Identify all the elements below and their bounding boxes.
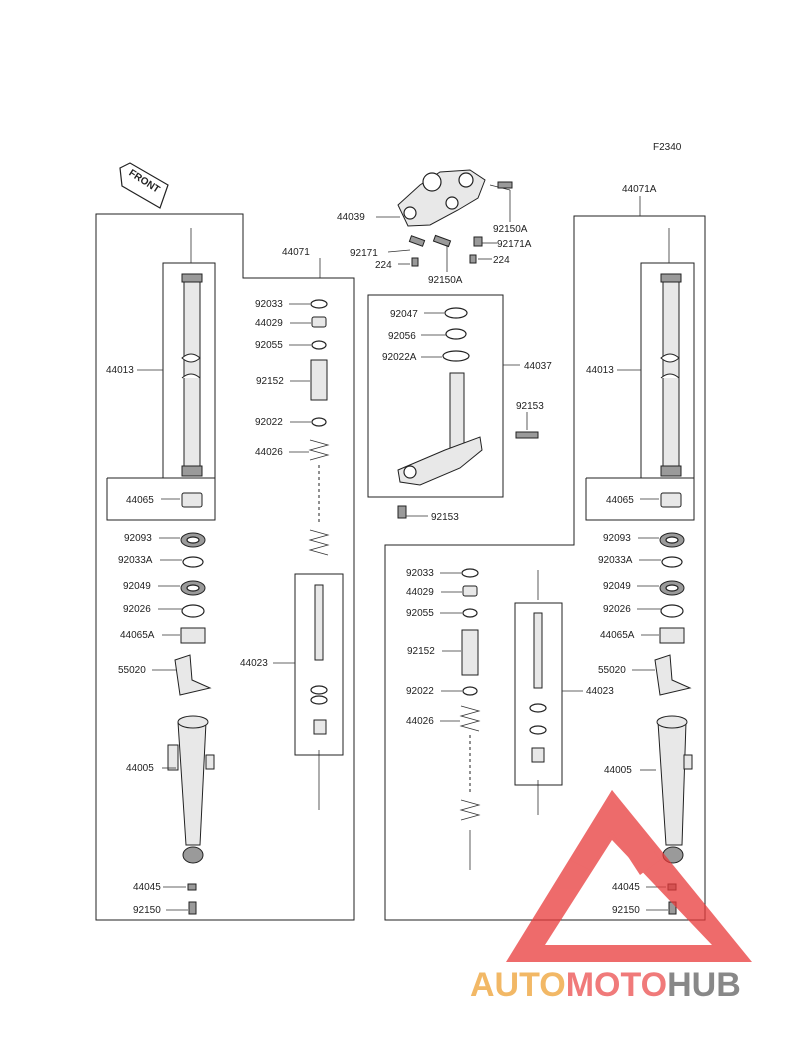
label-l-44029: 44029 — [255, 318, 283, 329]
left-inner-leaders — [273, 303, 311, 664]
left-lower-leaders — [152, 498, 188, 911]
label-r-44029: 44029 — [406, 587, 434, 598]
label-92056: 92056 — [388, 331, 416, 342]
label-224-1: 224 — [375, 260, 392, 271]
right-cylinder-box — [514, 602, 563, 786]
label-l-92093: 92093 — [124, 533, 152, 544]
label-92022a: 92022A — [382, 352, 417, 363]
label-l-92150: 92150 — [133, 905, 161, 916]
left-inner-parts — [308, 299, 330, 810]
label-r-44065: 44065 — [606, 495, 634, 506]
watermark-moto: MOTO — [566, 966, 667, 1004]
label-r-44045: 44045 — [612, 882, 640, 893]
label-l-44065a: 44065A — [120, 630, 155, 641]
label-l-55020: 55020 — [118, 665, 146, 676]
watermark-logo — [506, 790, 752, 962]
label-r-92150: 92150 — [612, 905, 640, 916]
label-r-55020: 55020 — [598, 665, 626, 676]
label-l-44045: 44045 — [133, 882, 161, 893]
right-tube — [660, 273, 682, 477]
watermark-auto: AUTO — [470, 966, 566, 1004]
right-lower-leaders — [632, 498, 668, 911]
label-44039: 44039 — [337, 212, 365, 223]
label-92150a-1: 92150A — [493, 224, 528, 235]
right-inner-leaders — [440, 572, 583, 722]
label-l-92022: 92022 — [255, 417, 283, 428]
label-l-92033a: 92033A — [118, 555, 153, 566]
label-92153-top: 92153 — [516, 401, 544, 412]
label-l-92049: 92049 — [123, 581, 151, 592]
label-44037: 44037 — [524, 361, 552, 372]
label-92153-bottom: 92153 — [431, 512, 459, 523]
label-92171a: 92171A — [497, 239, 532, 250]
right-frame — [384, 215, 706, 921]
label-r-92022: 92022 — [406, 686, 434, 697]
left-tube — [181, 273, 203, 477]
label-r-44013: 44013 — [586, 365, 614, 376]
label-44071: 44071 — [282, 247, 310, 258]
label-r-92049: 92049 — [603, 581, 631, 592]
label-44071a: 44071A — [622, 184, 657, 195]
left-cylinder-box — [294, 573, 344, 756]
label-l-44013: 44013 — [106, 365, 134, 376]
left-lower-parts — [167, 492, 215, 915]
label-r-92093: 92093 — [603, 533, 631, 544]
label-r-92026: 92026 — [603, 604, 631, 615]
left-frame — [95, 213, 355, 921]
label-r-44065a: 44065A — [600, 630, 635, 641]
top-bracket — [376, 169, 513, 272]
label-l-44023: 44023 — [240, 658, 268, 669]
watermark-text: AUTOMOTOHUB — [470, 966, 741, 1004]
label-l-44005: 44005 — [126, 763, 154, 774]
label-92047: 92047 — [390, 309, 418, 320]
label-l-44065: 44065 — [126, 495, 154, 506]
stem-box — [367, 294, 504, 498]
label-l-92152: 92152 — [256, 376, 284, 387]
label-92171: 92171 — [350, 248, 378, 259]
right-lower-parts — [654, 492, 693, 915]
label-r-92033: 92033 — [406, 568, 434, 579]
label-l-92033: 92033 — [255, 299, 283, 310]
stem-parts — [397, 307, 539, 519]
label-l-92055: 92055 — [255, 340, 283, 351]
figure-code: F2340 — [653, 142, 682, 153]
label-l-44026: 44026 — [255, 447, 283, 458]
label-r-92033a: 92033A — [598, 555, 633, 566]
label-r-44026: 44026 — [406, 716, 434, 727]
stem-leaders — [406, 312, 528, 517]
right-inner-parts — [459, 568, 547, 870]
label-l-92026: 92026 — [123, 604, 151, 615]
label-r-92055: 92055 — [406, 608, 434, 619]
label-r-92152: 92152 — [407, 646, 435, 657]
front-arrow-icon: FRONT — [119, 162, 169, 209]
label-92150a-2: 92150A — [428, 275, 463, 286]
label-224-2: 224 — [493, 255, 510, 266]
label-r-44023: 44023 — [586, 686, 614, 697]
watermark-hub: HUB — [667, 966, 741, 1004]
label-r-44005: 44005 — [604, 765, 632, 776]
